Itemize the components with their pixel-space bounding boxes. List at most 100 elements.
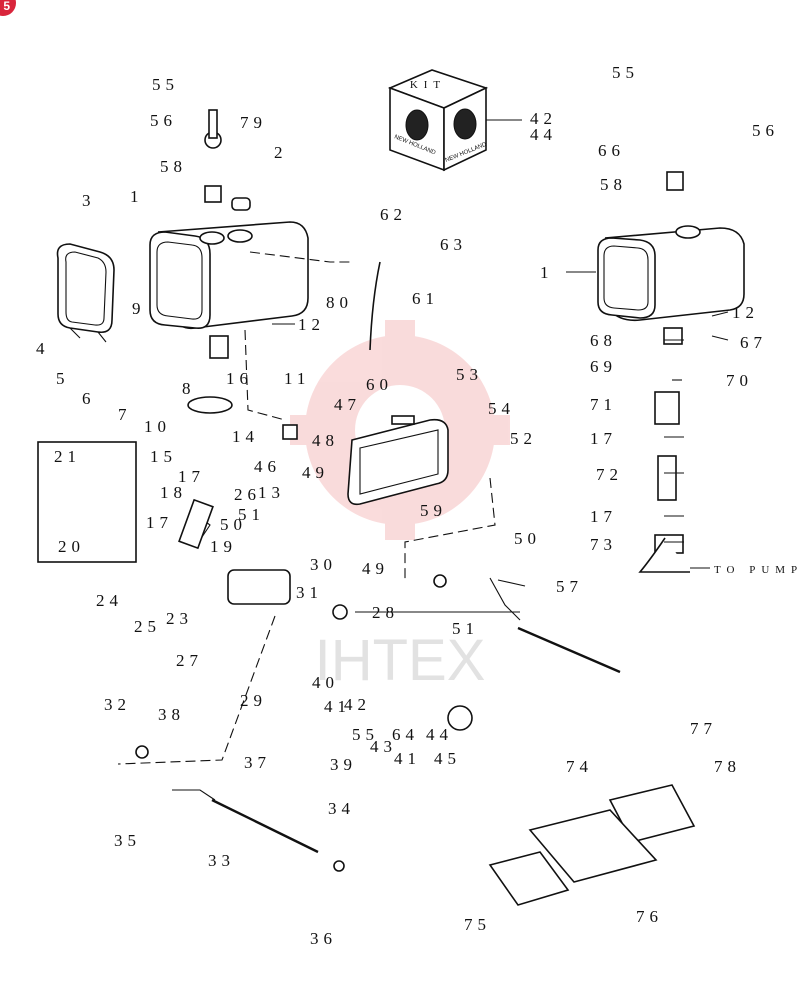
callout-18: 18 <box>160 483 187 502</box>
callout-50-right: 50 <box>514 529 541 548</box>
watermark-text: IHTEX <box>315 628 486 693</box>
callout-69: 69 <box>590 357 617 376</box>
callout-45: 45 <box>434 749 461 768</box>
routing-lines <box>117 251 496 765</box>
callout-64: 64 <box>392 725 419 744</box>
callout-12-right: 12 <box>732 303 759 322</box>
callout-3: 3 <box>82 191 96 210</box>
callout-25: 25 <box>134 617 161 636</box>
callout-44-kit: 44 <box>530 125 557 144</box>
callout-36: 36 <box>310 929 337 948</box>
callout-20: 20 <box>58 537 85 556</box>
callout-5: 5 <box>56 369 70 388</box>
callout-34: 34 <box>328 799 355 818</box>
filter-cartridges <box>37 391 680 605</box>
callout-4: 4 <box>36 339 50 358</box>
callout-6: 6 <box>82 389 96 408</box>
callout-39: 39 <box>330 755 357 774</box>
callout-47: 47 <box>334 395 361 414</box>
callout-29: 29 <box>240 691 267 710</box>
callout-55-lower: 55 <box>352 725 379 744</box>
callout-60: 60 <box>366 375 393 394</box>
callout-2: 2 <box>274 143 288 162</box>
callout-56-left: 56 <box>150 111 177 130</box>
callout-73: 73 <box>590 535 617 554</box>
callout-72: 72 <box>596 465 623 484</box>
to-pump-note: TO PUMP <box>714 564 803 576</box>
callout-40: 40 <box>312 673 339 692</box>
callout-78: 78 <box>714 757 741 776</box>
callout-12-left: 12 <box>298 315 325 334</box>
callout-46: 46 <box>254 457 281 476</box>
callout-10: 10 <box>144 417 171 436</box>
right-tank <box>597 225 745 322</box>
callout-61: 61 <box>412 289 439 308</box>
callout-80: 80 <box>326 293 353 312</box>
callout-50-left: 50 <box>220 515 247 534</box>
callout-1-right: 1 <box>540 263 554 282</box>
callout-27: 27 <box>176 651 203 670</box>
callout-24: 24 <box>96 591 123 610</box>
callout-21: 21 <box>54 447 81 466</box>
callout-52: 52 <box>510 429 537 448</box>
callout-63: 63 <box>440 235 467 254</box>
page-badge-number: 5 <box>3 0 10 13</box>
callout-13: 13 <box>258 483 285 502</box>
oil-cooler <box>347 415 449 506</box>
callout-71: 71 <box>590 395 617 414</box>
callout-38: 38 <box>158 705 185 724</box>
callout-74: 74 <box>566 757 593 776</box>
callout-75: 75 <box>464 915 491 934</box>
callout-8: 8 <box>182 379 196 398</box>
left-tank <box>149 221 309 330</box>
callout-58-right: 58 <box>600 175 627 194</box>
callout-76: 76 <box>636 907 663 926</box>
callout-17-right-b: 17 <box>590 507 617 526</box>
callout-42-lower: 42 <box>344 695 371 714</box>
callout-41-lower: 41 <box>394 749 421 768</box>
callout-30: 30 <box>310 555 337 574</box>
callout-7: 7 <box>118 405 132 424</box>
callout-49-lower: 49 <box>362 559 389 578</box>
callout-14: 14 <box>232 427 259 446</box>
callout-67: 67 <box>740 333 767 352</box>
callout-57: 57 <box>556 577 583 596</box>
callout-66: 66 <box>598 141 625 160</box>
kit-box: KIT NEW HOLLAND NEW HOLLAND <box>387 69 522 172</box>
callout-54: 54 <box>488 399 515 418</box>
callout-43: 43 <box>370 737 397 756</box>
callout-17-right-a: 17 <box>590 429 617 448</box>
callout-17-left-b: 17 <box>146 513 173 532</box>
callout-49-upper: 49 <box>302 463 329 482</box>
leader-arrows <box>272 271 729 613</box>
callout-28: 28 <box>372 603 399 622</box>
callout-35: 35 <box>114 831 141 850</box>
callout-41-upper: 41 <box>324 697 351 716</box>
mounting-plates <box>488 784 696 906</box>
hoop-band <box>56 243 115 343</box>
hoses <box>172 261 621 854</box>
callout-1-left: 1 <box>130 187 144 206</box>
callout-55-right: 55 <box>612 63 639 82</box>
callout-11: 11 <box>284 369 310 388</box>
callout-51-lower: 51 <box>452 619 479 638</box>
kit-label: KIT <box>410 79 446 91</box>
callout-55-left: 55 <box>152 75 179 94</box>
callout-58-left: 58 <box>160 157 187 176</box>
callout-68: 68 <box>590 331 617 350</box>
callout-56-right: 56 <box>752 121 779 140</box>
callout-17-left-a: 17 <box>178 467 205 486</box>
callout-16: 16 <box>226 369 253 388</box>
callout-23: 23 <box>166 609 193 628</box>
callout-31: 31 <box>296 583 323 602</box>
callout-9: 9 <box>132 299 146 318</box>
callout-44-lower: 44 <box>426 725 453 744</box>
callout-37: 37 <box>244 753 271 772</box>
callout-15: 15 <box>150 447 177 466</box>
callout-48: 48 <box>312 431 339 450</box>
callout-19: 19 <box>210 537 237 556</box>
callout-70: 70 <box>726 371 753 390</box>
callout-26: 26 <box>234 485 261 504</box>
callout-77: 77 <box>690 719 717 738</box>
callout-labels: 55 56 79 2 58 1 3 42 44 55 56 66 58 1 12… <box>36 63 803 948</box>
